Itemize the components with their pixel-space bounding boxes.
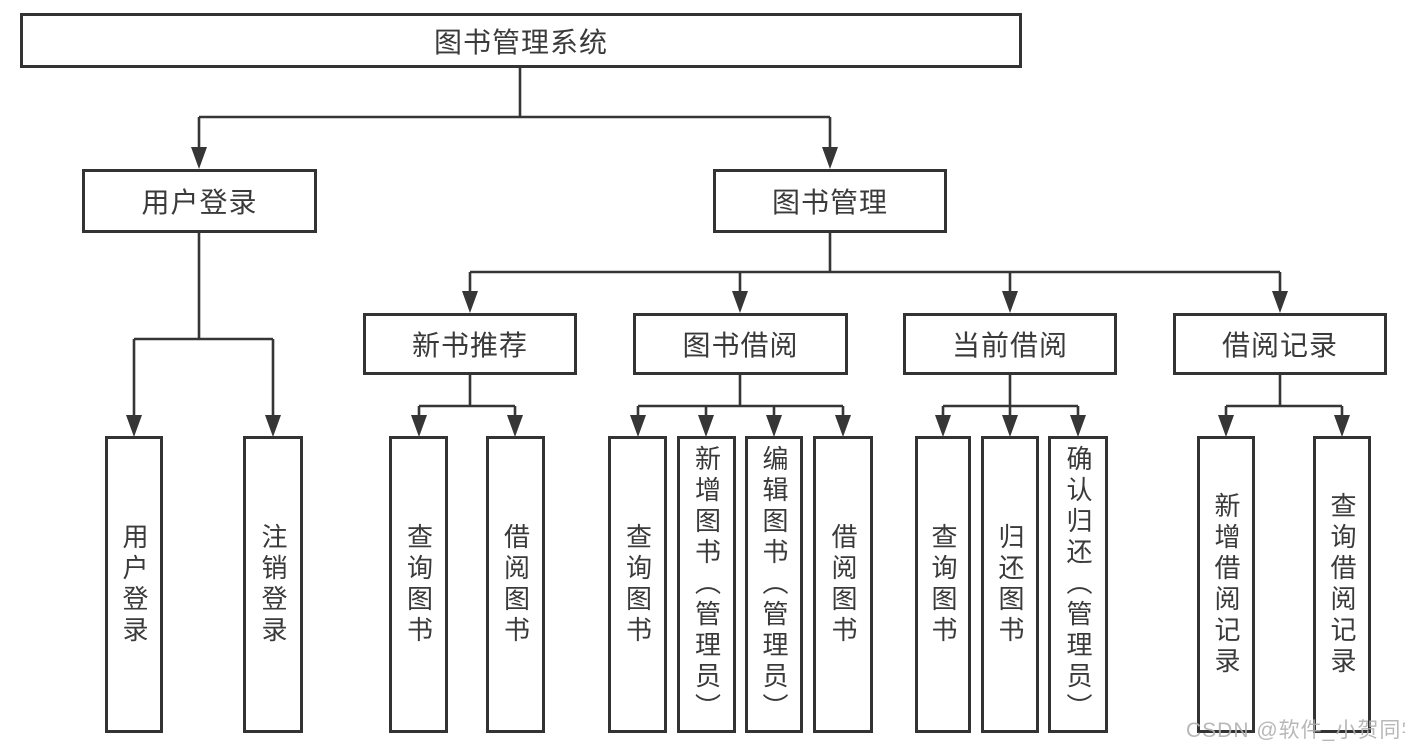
node-current-borrow: 当前借阅 [903, 313, 1117, 375]
leaf-edit-books-admin: 编辑图书（管理员） [745, 436, 803, 733]
node-new-book-recommend: 新书推荐 [363, 313, 577, 375]
leaf-add-books-admin: 新增图书（管理员） [677, 436, 736, 733]
leaf-newbook-borrow-books: 借阅图书 [486, 436, 545, 733]
node-user-login: 用户登录 [82, 169, 317, 233]
connector-new-book-children [417, 375, 517, 418]
leaf-newbook-query-books: 查询图书 [389, 436, 448, 733]
connector-current-borrow-children [941, 375, 1080, 418]
leaf-query-borrow-record: 查询借阅记录 [1313, 436, 1371, 733]
csdn-watermark: CSDN @软件_小贺同学 [1186, 719, 1405, 742]
node-book-management: 图书管理 [713, 169, 947, 233]
leaf-borrow-query-books: 查询图书 [608, 436, 667, 733]
leaf-return-books: 归还图书 [981, 436, 1039, 733]
node-book-borrow: 图书借阅 [633, 313, 848, 375]
node-borrow-records: 借阅记录 [1173, 313, 1387, 375]
arrowheads [126, 147, 1350, 437]
leaf-current-query-books: 查询图书 [915, 436, 971, 733]
connector-root [197, 68, 832, 152]
leaf-borrow-books: 借阅图书 [813, 436, 873, 733]
leaf-logout: 注销登录 [243, 436, 303, 733]
leaf-confirm-return-admin: 确认归还（管理员） [1048, 436, 1108, 733]
connector-user-login-children [132, 233, 275, 418]
connector-book-borrow-children [636, 375, 845, 418]
leaf-add-borrow-record: 新增借阅记录 [1197, 436, 1255, 733]
leaf-user-login: 用户登录 [105, 436, 163, 733]
node-root: 图书管理系统 [20, 13, 1022, 68]
connector-book-management-children [468, 233, 1282, 295]
connector-borrow-records-children [1224, 375, 1344, 418]
